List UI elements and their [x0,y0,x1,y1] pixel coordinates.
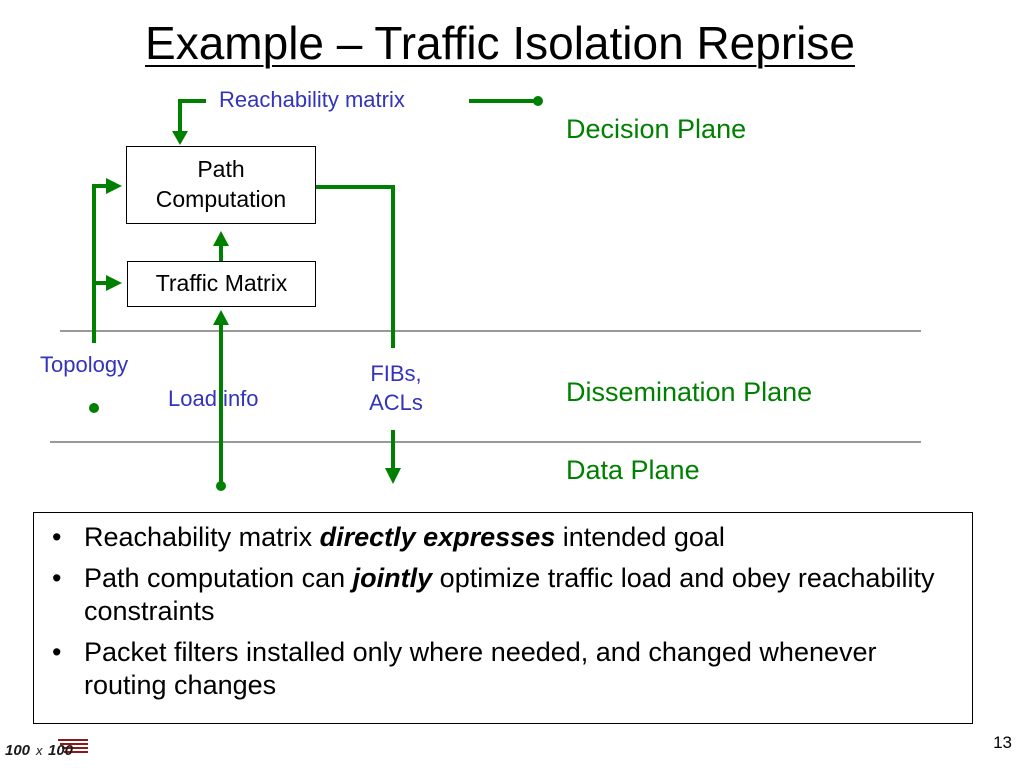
load-info-arrowhead [213,310,229,325]
slide-title: Example – Traffic Isolation Reprise [145,17,855,69]
fibs-label-line1: FIBs, [370,361,422,386]
fibs-line [316,185,395,348]
path-computation-line1: Path [197,156,245,183]
bullet-dot: • [52,637,62,667]
fibs-arrowhead [385,468,401,484]
traffic-to-path-arrowhead [213,231,229,246]
topology-arrowhead-path [106,178,122,194]
100x100-logo: 100 x 100 [5,739,88,759]
svg-text:x: x [35,743,43,758]
traffic-matrix-box: Traffic Matrix [127,261,316,307]
bullet-emphasis: jointly [352,563,433,593]
bullet-text-before: Reachability matrix [84,522,320,552]
data-plane-label: Data Plane [566,455,700,485]
reachability-dot [533,96,543,106]
bullet-text-before: Packet filters installed only where need… [84,637,877,700]
bullet-list-box: • Reachability matrix directly expresses… [33,512,973,724]
fibs-acls-label: FIBs, ACLs [356,360,436,417]
svg-text:100: 100 [5,742,31,759]
svg-text:100: 100 [48,742,74,759]
bullet-item: • Path computation can jointly optimize … [48,562,958,628]
decision-plane-label: Decision Plane [566,114,747,144]
bullet-emphasis: directly expresses [319,522,556,552]
topology-dot [89,403,99,413]
reachability-matrix-label: Reachability matrix [219,87,405,112]
path-computation-line2: Computation [155,186,287,212]
load-info-dot [216,481,226,491]
bullet-text-after: intended goal [555,522,725,552]
topology-label: Topology [40,352,129,377]
fibs-label-line2: ACLs [369,389,423,415]
dissemination-plane-label: Dissemination Plane [566,377,813,407]
bullet-dot: • [52,563,62,593]
bullet-text-before: Path computation can [84,563,353,593]
bullet-text-after: optimize traffic load and obey reachabil… [84,563,935,626]
load-info-label: Load info [168,386,259,411]
bullet-item: • Reachability matrix directly expresses… [48,521,958,554]
page-number: 13 [993,733,1012,752]
reachability-arrow [178,99,206,133]
topology-arrowhead-traffic [106,275,122,291]
bullet-dot: • [52,522,62,552]
bullet-item: • Packet filters installed only where ne… [48,636,958,702]
path-computation-box: Path Computation [126,146,316,224]
reachability-arrowhead [172,131,188,145]
topology-line [92,184,108,343]
